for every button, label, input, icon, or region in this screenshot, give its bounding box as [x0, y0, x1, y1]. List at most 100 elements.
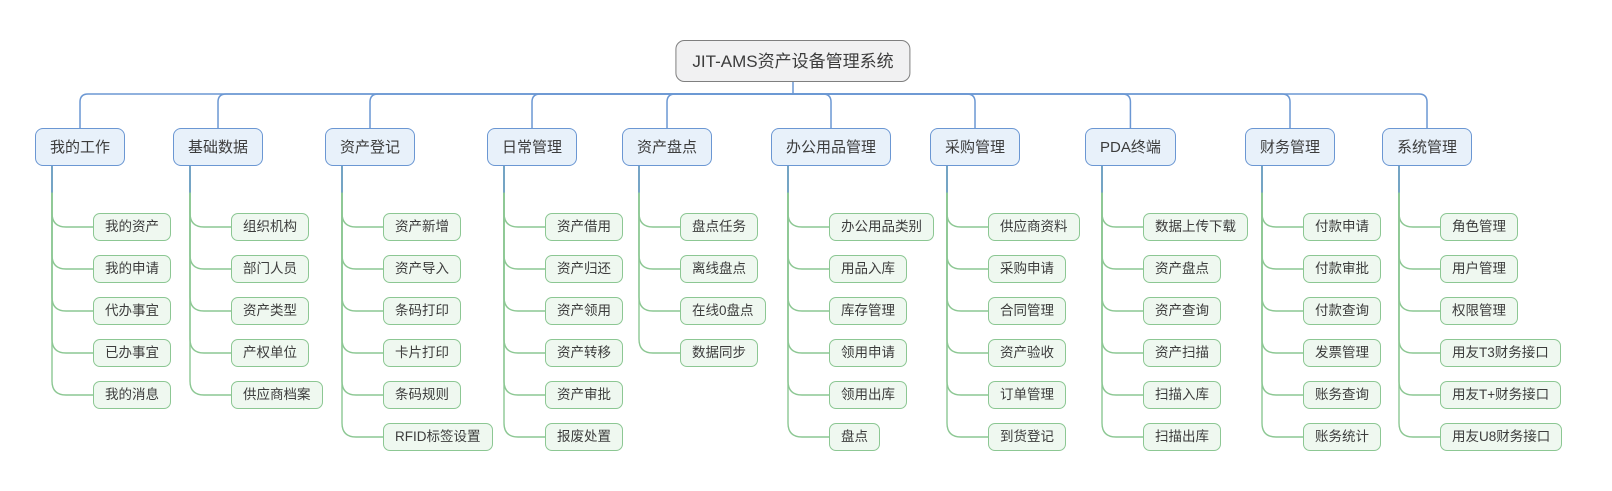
connector-path [189, 165, 232, 396]
branch-node-7[interactable]: PDA终端 [1085, 128, 1176, 166]
connector-path [1101, 165, 1144, 354]
child-node[interactable]: 条码规则 [383, 381, 461, 409]
child-node[interactable]: RFID标签设置 [383, 423, 493, 451]
child-node[interactable]: 角色管理 [1440, 213, 1518, 241]
child-node[interactable]: 资产转移 [545, 339, 623, 367]
connector-path [503, 165, 546, 270]
child-node[interactable]: 资产类型 [231, 297, 309, 325]
child-node[interactable]: 我的消息 [93, 381, 171, 409]
connector-path [1261, 165, 1304, 396]
child-node[interactable]: 扫描出库 [1143, 423, 1221, 451]
connector-path [1261, 165, 1304, 270]
child-node[interactable]: 付款审批 [1303, 255, 1381, 283]
child-node[interactable]: 数据上传下载 [1143, 213, 1248, 241]
child-node[interactable]: 采购申请 [988, 255, 1066, 283]
child-node[interactable]: 资产扫描 [1143, 339, 1221, 367]
child-node[interactable]: 资产归还 [545, 255, 623, 283]
child-node[interactable]: 代办事宜 [93, 297, 171, 325]
connector-path [792, 93, 1132, 129]
connector-path [503, 165, 546, 312]
child-node[interactable]: 资产盘点 [1143, 255, 1221, 283]
child-node[interactable]: 账务统计 [1303, 423, 1381, 451]
child-node[interactable]: 资产验收 [988, 339, 1066, 367]
child-node[interactable]: 我的申请 [93, 255, 171, 283]
connector-path [638, 165, 681, 228]
child-node[interactable]: 资产审批 [545, 381, 623, 409]
child-node[interactable]: 供应商资料 [988, 213, 1080, 241]
child-node[interactable]: 在线0盘点 [680, 297, 766, 325]
connector-path [792, 93, 1428, 129]
child-node[interactable]: 卡片打印 [383, 339, 461, 367]
branch-node-6[interactable]: 采购管理 [930, 128, 1021, 166]
child-node[interactable]: 用友U8财务接口 [1440, 423, 1563, 451]
branch-node-8[interactable]: 财务管理 [1245, 128, 1336, 166]
child-node[interactable]: 报废处置 [545, 423, 623, 451]
connector-path [51, 165, 94, 396]
branch-node-1[interactable]: 基础数据 [173, 128, 264, 166]
child-node[interactable]: 用品入库 [829, 255, 907, 283]
child-node[interactable]: 权限管理 [1440, 297, 1518, 325]
child-node[interactable]: 用户管理 [1440, 255, 1518, 283]
branch-node-0[interactable]: 我的工作 [35, 128, 126, 166]
child-node[interactable]: 发票管理 [1303, 339, 1381, 367]
child-node[interactable]: 领用出库 [829, 381, 907, 409]
child-node[interactable]: 办公用品类别 [829, 213, 934, 241]
connector-path [946, 165, 989, 228]
connector-path [946, 165, 989, 396]
connector-path [787, 165, 830, 312]
child-node[interactable]: 库存管理 [829, 297, 907, 325]
child-node[interactable]: 资产导入 [383, 255, 461, 283]
connector-path [946, 165, 989, 270]
child-node[interactable]: 账务查询 [1303, 381, 1381, 409]
branch-node-9[interactable]: 系统管理 [1382, 128, 1473, 166]
connector-path [531, 93, 794, 129]
child-node[interactable]: 合同管理 [988, 297, 1066, 325]
branch-node-4[interactable]: 资产盘点 [622, 128, 713, 166]
child-node[interactable]: 资产领用 [545, 297, 623, 325]
connector-path [341, 165, 384, 354]
child-node[interactable]: 离线盘点 [680, 255, 758, 283]
child-node[interactable]: 数据同步 [680, 339, 758, 367]
child-node[interactable]: 扫描入库 [1143, 381, 1221, 409]
child-node[interactable]: 到货登记 [988, 423, 1066, 451]
child-node[interactable]: 我的资产 [93, 213, 171, 241]
connector-path [51, 165, 94, 312]
child-node[interactable]: 产权单位 [231, 339, 309, 367]
branch-node-3[interactable]: 日常管理 [487, 128, 578, 166]
child-node[interactable]: 订单管理 [988, 381, 1066, 409]
connector-path [189, 165, 232, 270]
child-node[interactable]: 部门人员 [231, 255, 309, 283]
connector-path [787, 165, 830, 270]
child-node[interactable]: 组织机构 [231, 213, 309, 241]
connector-path [341, 165, 384, 228]
branch-node-2[interactable]: 资产登记 [325, 128, 416, 166]
root-node[interactable]: JIT-AMS资产设备管理系统 [675, 40, 911, 82]
connector-path [341, 165, 384, 270]
child-node[interactable]: 付款申请 [1303, 213, 1381, 241]
child-node[interactable]: 资产新增 [383, 213, 461, 241]
connector-path [787, 165, 830, 438]
child-node[interactable]: 已办事宜 [93, 339, 171, 367]
connector-path [1101, 165, 1144, 312]
connector-path [792, 93, 832, 129]
branch-node-5[interactable]: 办公用品管理 [771, 128, 892, 166]
child-node[interactable]: 付款查询 [1303, 297, 1381, 325]
child-node[interactable]: 条码打印 [383, 297, 461, 325]
connector-path [1398, 165, 1441, 396]
child-node[interactable]: 盘点任务 [680, 213, 758, 241]
connector-path [1261, 165, 1304, 354]
connector-path [503, 165, 546, 438]
child-node[interactable]: 用友T3财务接口 [1440, 339, 1561, 367]
child-node[interactable]: 盘点 [829, 423, 880, 451]
connector-path [1398, 165, 1441, 312]
connector-path [1101, 165, 1144, 228]
connector-path [341, 165, 384, 312]
child-node[interactable]: 资产查询 [1143, 297, 1221, 325]
child-node[interactable]: 用友T+财务接口 [1440, 381, 1562, 409]
child-node[interactable]: 供应商档案 [231, 381, 323, 409]
child-node[interactable]: 资产借用 [545, 213, 623, 241]
connector-path [341, 165, 384, 438]
connector-path [189, 165, 232, 354]
connector-path [792, 93, 1291, 129]
child-node[interactable]: 领用申请 [829, 339, 907, 367]
